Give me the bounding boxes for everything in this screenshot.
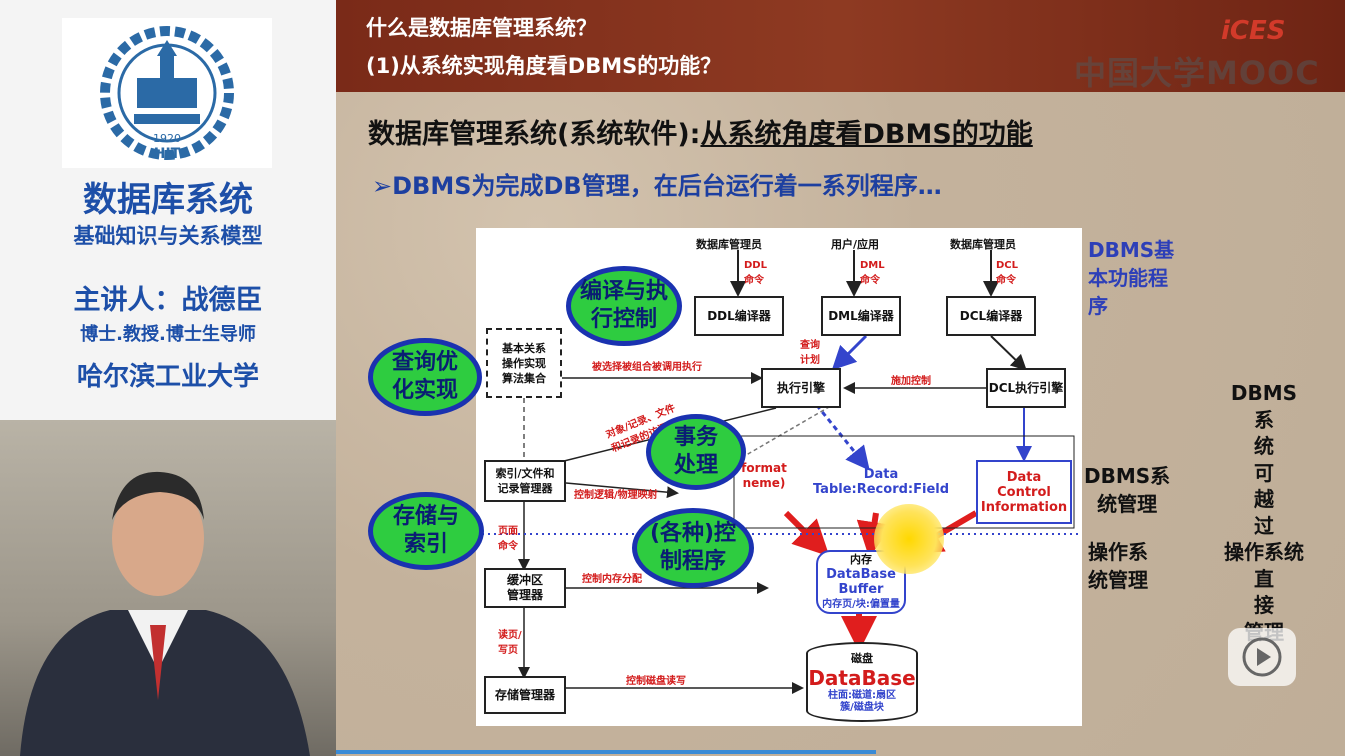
svg-text:1920: 1920 (153, 132, 181, 145)
ddl-compiler-box: DDL编译器 (694, 296, 784, 336)
play-button[interactable] (1228, 628, 1296, 686)
database-label: DataBase (808, 665, 916, 690)
slide-header: 什么是数据库管理系统？ (1)从系统实现角度看DBMS的功能？ iCES 中国大… (336, 0, 1345, 92)
data-table-label: Data Table:Record:Field (812, 467, 950, 497)
dml-compiler-box: DML编译器 (821, 296, 901, 336)
transaction-processing-oval: 事务 处理 (646, 414, 746, 490)
header-subquestion: (1)从系统实现角度看DBMS的功能？ (366, 54, 722, 78)
course-subtitle: 基础知识与关系模型 (73, 224, 263, 248)
os-mgmt-label: 操作系 统管理 (1088, 540, 1148, 592)
mooc-watermark: 中国大学MOOC (1074, 54, 1320, 92)
control-programs-oval: (各种)控 制程序 (632, 508, 754, 588)
svg-text:HIT: HIT (154, 146, 181, 162)
slide-bullet: ➢DBMS为完成DB管理，在后台运行着一系列程序… (372, 172, 942, 200)
read-write-page-label: 读页/ 写页 (498, 630, 522, 656)
hit-emblem-icon: 1920 HIT (100, 26, 234, 162)
dbms-basic-programs-label: DBMS基 本功能程 序 (1088, 238, 1175, 318)
actor-user-app: 用户/应用 (831, 238, 880, 251)
course-title: 数据库系统 (83, 180, 253, 220)
header-question: 什么是数据库管理系统？ (366, 16, 597, 40)
query-plan-label: 查询 计划 (800, 340, 820, 366)
page-command-label: 页面 命令 (498, 526, 518, 552)
slide-title: 数据库管理系统(系统软件):从系统角度看DBMS的功能 (368, 119, 1033, 150)
dcl-execution-engine-box: DCL执行引擎 (986, 368, 1066, 408)
presenter-video[interactable] (0, 420, 336, 756)
diagram-connectors (476, 250, 1082, 694)
database-buffer-box: 内存 DataBase Buffer 内存页/块:偏置量 (816, 550, 906, 614)
cursor-highlight (874, 504, 944, 574)
lecturer-title: 博士.教授.博士生导师 (80, 324, 256, 345)
disk-read-write-label: 控制磁盘读写 (626, 676, 686, 687)
dcl-compiler-box: DCL编译器 (946, 296, 1036, 336)
dcl-command-label: DCL 命令 (996, 260, 1019, 286)
hit-logo: 1920 HIT (62, 18, 272, 168)
play-icon (1242, 637, 1282, 677)
actor-dba-ddl: 数据库管理员 (696, 238, 762, 251)
lecturer-name: 主讲人：战德臣 (73, 285, 263, 316)
dbms-system-mgmt-label: DBMS系 统管理 (1084, 464, 1171, 516)
lecture-slide: 什么是数据库管理系统？ (1)从系统实现角度看DBMS的功能？ iCES 中国大… (336, 0, 1345, 756)
execution-engine-box: 执行引擎 (761, 368, 841, 408)
dbms-direct-mgmt-label: DBMS 系 统 可 越 过 操作系统 直 接 管理 (1224, 381, 1304, 644)
storage-index-oval: 存储与 索引 (368, 492, 484, 570)
course-info-panel: 1920 HIT 数据库系统 基础知识与关系模型 主讲人：战德臣 博士.教授.博… (0, 0, 336, 420)
format-label: format neme) (741, 461, 787, 490)
memory-page-label: 内存页/块:偏置量 (822, 599, 900, 610)
disk-label: 磁盘 (851, 651, 873, 665)
presenter-figure (20, 471, 310, 756)
video-progress-bar[interactable] (336, 750, 876, 754)
algorithm-set-box: 基本关系 操作实现 算法集合 (486, 328, 562, 398)
logic-physical-map-label: 控制逻辑/物理映射 (574, 490, 658, 501)
compile-exec-control-oval: 编译与执 行控制 (566, 266, 682, 346)
memory-alloc-label: 控制内存分配 (582, 574, 642, 585)
storage-manager-box: 存储管理器 (484, 676, 566, 714)
index-file-manager-box: 索引/文件和 记录管理器 (484, 460, 566, 502)
ddl-command-label: DDL 命令 (744, 260, 767, 286)
data-control-info-box: Data Control Information (976, 460, 1072, 524)
memory-label: 内存 (850, 553, 872, 566)
database-disk-cylinder: 磁盘 DataBase 柱面:磁道:扇区 簇/磁盘块 (806, 642, 918, 722)
query-optimization-oval: 查询优 化实现 (368, 338, 482, 416)
ices-logo: iCES (1221, 16, 1286, 46)
buffer-manager-box: 缓冲区 管理器 (484, 568, 566, 608)
dml-command-label: DML 命令 (860, 260, 885, 286)
university-name: 哈尔滨工业大学 (76, 362, 259, 392)
actor-dba-dcl: 数据库管理员 (950, 238, 1016, 251)
apply-control-label: 施加控制 (891, 376, 931, 387)
db-buffer-label: DataBase Buffer (826, 567, 896, 597)
selected-executed-label: 被选择被组合被调用执行 (592, 362, 702, 373)
disk-detail-label: 柱面:磁道:扇区 簇/磁盘块 (828, 689, 896, 713)
